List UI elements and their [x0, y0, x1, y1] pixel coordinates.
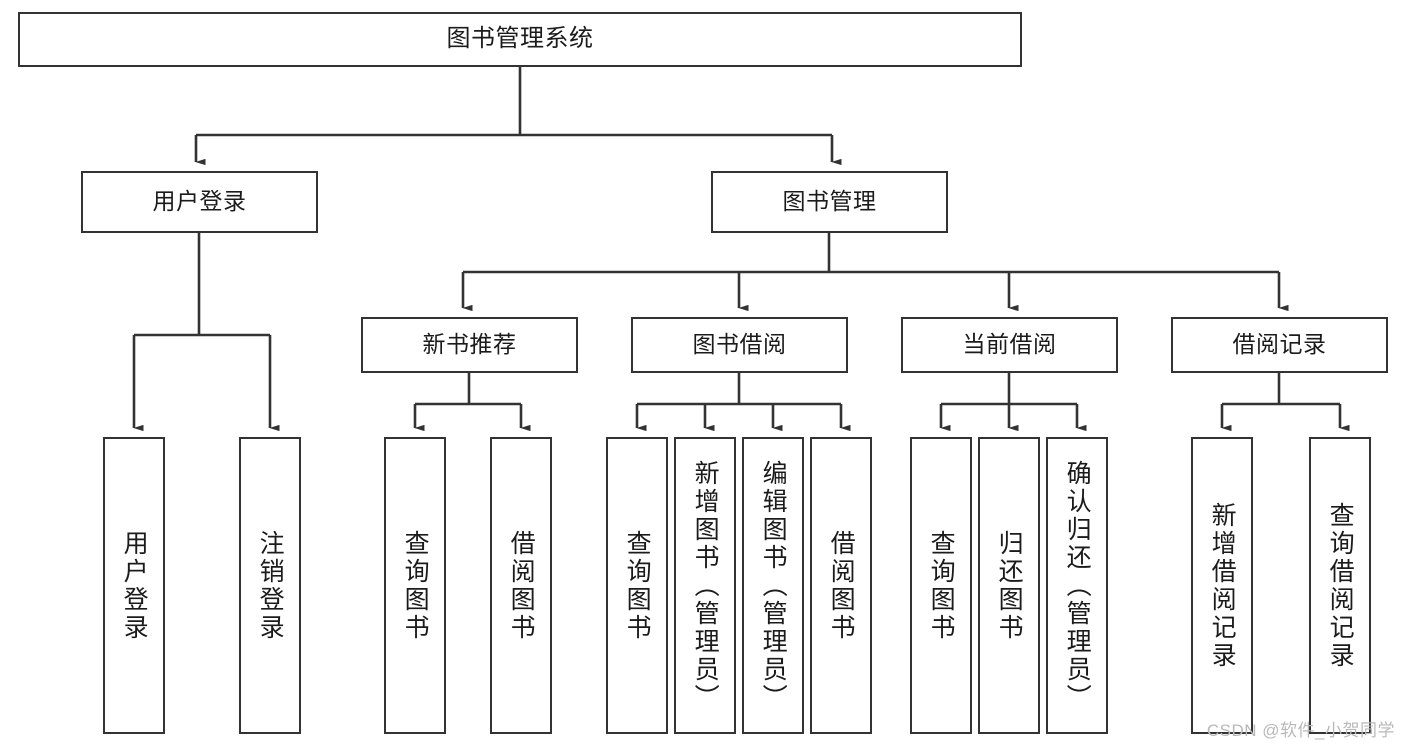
node-current-borrowing[interactable]: 当前借阅: [901, 317, 1118, 373]
node-label: 用户登录: [120, 529, 149, 642]
node-label: 用户登录: [152, 188, 247, 215]
node-leaf-user-login[interactable]: 用户登录: [103, 437, 165, 734]
node-label: 借阅记录: [1232, 331, 1327, 358]
node-label: 借阅图书: [507, 529, 536, 642]
node-book-management[interactable]: 图书管理: [711, 171, 948, 233]
node-leaf-add-book-admin[interactable]: 新增图书（管理员）: [674, 437, 736, 734]
node-label: 查询图书: [401, 529, 430, 642]
node-label: 归还图书: [995, 529, 1024, 642]
node-leaf-query-borrow-record[interactable]: 查询借阅记录: [1309, 437, 1371, 734]
node-label: 新增借阅记录: [1208, 501, 1237, 670]
node-leaf-logout[interactable]: 注销登录: [239, 437, 301, 734]
node-label: 新增图书（管理员）: [691, 459, 720, 712]
node-label: 查询图书: [623, 529, 652, 642]
node-label: 图书借阅: [692, 331, 787, 358]
node-label: 新书推荐: [422, 331, 517, 358]
node-label: 借阅图书: [827, 529, 856, 642]
node-leaf-edit-book-admin[interactable]: 编辑图书（管理员）: [742, 437, 804, 734]
node-label: 当前借阅: [962, 331, 1057, 358]
node-label: 确认归还（管理员）: [1063, 459, 1092, 712]
node-borrowing-record[interactable]: 借阅记录: [1171, 317, 1388, 373]
node-label: 查询借阅记录: [1326, 501, 1355, 670]
node-label: 图书管理: [782, 188, 877, 215]
node-leaf-borrow-book[interactable]: 借阅图书: [810, 437, 872, 734]
node-root-book-management-system[interactable]: 图书管理系统: [18, 12, 1022, 67]
node-label: 编辑图书（管理员）: [759, 459, 788, 712]
node-leaf-query-book-borrow[interactable]: 查询图书: [606, 437, 668, 734]
node-book-borrowing[interactable]: 图书借阅: [631, 317, 848, 373]
node-leaf-add-borrow-record[interactable]: 新增借阅记录: [1191, 437, 1253, 734]
node-user-login[interactable]: 用户登录: [81, 171, 318, 233]
node-leaf-query-book-recommend[interactable]: 查询图书: [384, 437, 446, 734]
node-label: 注销登录: [256, 529, 285, 642]
node-label: 图书管理系统: [446, 25, 594, 53]
node-leaf-confirm-return-admin[interactable]: 确认归还（管理员）: [1046, 437, 1108, 734]
node-leaf-borrow-book-recommend[interactable]: 借阅图书: [490, 437, 552, 734]
node-leaf-return-book[interactable]: 归还图书: [978, 437, 1040, 734]
node-new-book-recommendation[interactable]: 新书推荐: [361, 317, 578, 373]
node-label: 查询图书: [927, 529, 956, 642]
node-leaf-query-book-current[interactable]: 查询图书: [910, 437, 972, 734]
